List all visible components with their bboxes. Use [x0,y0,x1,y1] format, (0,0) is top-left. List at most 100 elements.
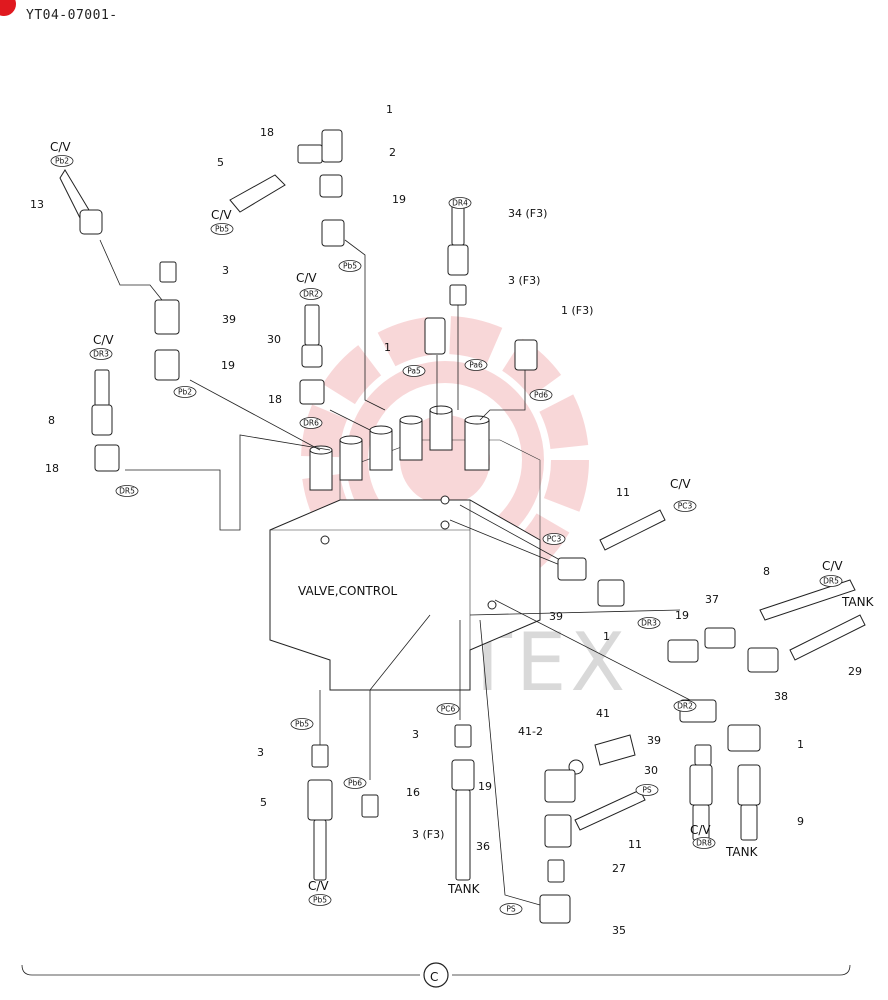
port-tag-oval [529,389,553,401]
part-label: 19 [221,359,235,372]
part-label: 19 [478,780,492,793]
port-tag-oval [637,617,661,629]
port-tag-label: Pa5 [407,367,421,376]
part-label: C/V [670,477,691,491]
part-label: 3 [412,728,419,741]
part-label: TANK [841,595,875,609]
port-tag-label: DR5 [119,487,135,496]
valve-control-label: VALVE,CONTROL [298,584,398,598]
part-label: 35 [612,924,626,937]
part-label: 19 [392,193,406,206]
port-tag: Pb2 [173,386,197,398]
part-label: 39 [222,313,236,326]
port-tag-oval [290,718,314,730]
routing-lines [99,239,691,906]
port-tag-label: Pd6 [534,391,548,400]
port-tag: DR5 [115,485,139,497]
port-tag-label: PS [506,905,516,914]
port-tag-oval [819,575,843,587]
port-tag-label: PC3 [678,502,693,511]
port-tag-oval [299,417,323,429]
port-tag: PC6 [436,703,460,715]
port-tag: Pb5 [338,260,362,272]
port-tag: PC3 [673,500,697,512]
port-tag-oval [308,894,332,906]
part-label: C/V [822,559,843,573]
part-label: 1 [386,103,393,116]
port-tag: PS [499,903,523,915]
port-tag: Pd6 [529,389,553,401]
part-label: 38 [774,690,788,703]
port-tag-oval [50,155,74,167]
part-label: 8 [48,414,55,427]
corner-marker [0,0,16,16]
port-tag: DR6 [299,417,323,429]
port-tag-label: DR6 [303,419,319,428]
port-tag: Pb5 [290,718,314,730]
port-tag-label: DR3 [641,619,657,628]
port-tag-label: DR2 [303,290,319,299]
port-tag-oval [115,485,139,497]
part-label: 11 [628,838,642,851]
part-label: 3 (F3) [508,274,540,287]
section-circle [423,962,449,988]
port-tag: DR5 [819,575,843,587]
part-label: 39 [647,734,661,747]
port-tag-label: Pb2 [178,388,192,397]
port-tag: Pb5 [210,223,234,235]
part-label: 11 [616,486,630,499]
section-bracket [21,964,851,976]
part-label: 8 [763,565,770,578]
port-tag-label: DR5 [823,577,839,586]
part-label: 16 [406,786,420,799]
port-tag-oval [448,197,472,209]
port-tag: Pb6 [343,777,367,789]
part-label: 3 [222,264,229,277]
port-tag-oval [173,386,197,398]
port-tag-oval [89,348,113,360]
port-tag-oval [542,533,566,545]
port-tag-label: Pb6 [348,779,362,788]
part-label: 1 (F3) [561,304,593,317]
port-tag-label: DR8 [696,839,712,848]
part-label: 19 [675,609,689,622]
port-tag-oval [436,703,460,715]
part-label: 39 [549,610,563,623]
port-tag-oval [673,500,697,512]
port-tag-label: PS [642,786,652,795]
part-label: C/V [296,271,317,285]
port-tag: DR3 [637,617,661,629]
part-label: 5 [260,796,267,809]
port-tag-oval [673,700,697,712]
port-tag-label: Pb5 [215,225,229,234]
part-label: 13 [30,198,44,211]
port-tag-label: PC6 [441,705,456,714]
port-tag-label: Pa6 [469,361,483,370]
port-tag-oval [692,837,716,849]
part-label: 37 [705,593,719,606]
port-tag-oval [635,784,659,796]
port-tag: Pa5 [402,365,426,377]
part-label: C/V [211,208,232,222]
port-tag-label: DR4 [452,199,468,208]
control-valve-body [269,405,541,691]
port-tag: DR2 [299,288,323,300]
part-label: 2 [389,146,396,159]
part-label: 18 [268,393,282,406]
diagram-code: YT04-07001- [26,8,118,23]
port-tag: DR3 [89,348,113,360]
port-tag: DR2 [673,700,697,712]
part-label: 41 [596,707,610,720]
port-tag-oval [210,223,234,235]
part-label: 5 [217,156,224,169]
part-label: 27 [612,862,626,875]
part-label: 1 [603,630,610,643]
port-tag-label: Pb5 [295,720,309,729]
port-tag: PC3 [542,533,566,545]
port-tag-oval [343,777,367,789]
section-letter: C [430,970,438,984]
part-label: C/V [690,823,711,837]
part-label: 1 [384,341,391,354]
part-label: C/V [50,140,71,154]
